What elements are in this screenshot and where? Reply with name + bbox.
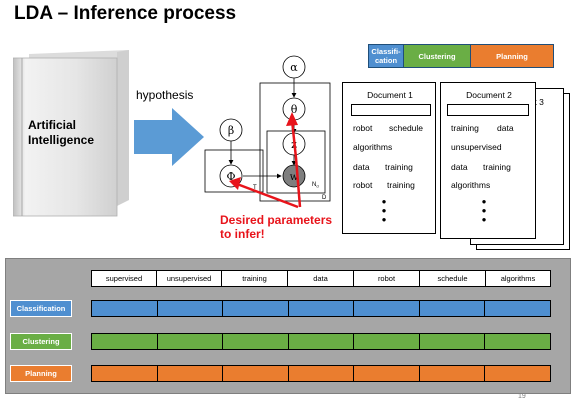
alpha-label: α — [290, 61, 298, 74]
doc2-word: training — [451, 123, 479, 133]
plate-d-label: D — [322, 195, 327, 201]
column-header-robot: robot — [353, 270, 420, 287]
document-2-title-bar — [447, 104, 529, 116]
doc1-ellipsis: ●●● — [381, 197, 387, 224]
annotation-line1: Desired parameters — [220, 213, 333, 227]
lda-graphical-model: α θ z w β Φ T Nd D — [204, 55, 331, 202]
desired-parameters-annotation: Desired parameters to infer! — [220, 213, 332, 241]
book-title-line1: Artificial — [28, 118, 77, 132]
document-1-title: Document 1 — [367, 90, 413, 100]
document-1-title-bar — [351, 104, 431, 116]
doc2-word: training — [483, 162, 511, 172]
legend-planning: Planning — [470, 44, 554, 68]
doc1-word: training — [385, 162, 413, 172]
beta-node — [219, 118, 243, 142]
document-2: Document 2 training data unsupervised da… — [440, 82, 536, 239]
beta-label: β — [228, 124, 234, 137]
doc1-word: robot — [353, 123, 373, 133]
document-2-title: Document 2 — [466, 90, 512, 100]
plate-t — [204, 149, 264, 193]
alpha-node — [282, 55, 306, 79]
plate-t-label: T — [253, 185, 257, 191]
plate-nd-label: Nd — [312, 182, 319, 189]
row-bar-classification — [91, 300, 551, 317]
doc2-word: unsupervised — [451, 142, 502, 152]
column-header-unsupervised: unsupervised — [156, 270, 222, 287]
doc1-word: robot — [353, 180, 373, 190]
row-bar-planning — [91, 365, 551, 382]
column-header-supervised: supervised — [91, 270, 157, 287]
row-label-planning: Planning — [10, 365, 72, 382]
doc2-word: algorithms — [451, 180, 491, 190]
doc2-ellipsis: ●●● — [481, 197, 487, 224]
theta-label: θ — [291, 103, 298, 116]
hypothesis-arrow-icon — [134, 108, 204, 166]
column-header-schedule: schedule — [419, 270, 486, 287]
book-image — [13, 50, 129, 217]
column-header-algorithms: algorithms — [485, 270, 551, 287]
row-label-classification: Classification — [10, 300, 72, 317]
hypothesis-label: hypothesis — [136, 88, 194, 102]
legend-classification: Classifi-cation — [368, 44, 404, 68]
column-header-training: training — [221, 270, 288, 287]
legend-clustering: Clustering — [404, 44, 470, 68]
doc1-word: schedule — [389, 123, 424, 133]
annotation-line2: to infer! — [220, 227, 265, 241]
doc1-word: algorithms — [353, 142, 393, 152]
doc1-word: data — [353, 162, 370, 172]
document-1: Document 1 robot schedule algorithms dat… — [342, 82, 436, 234]
z-label: z — [291, 138, 297, 151]
slide-title: LDA – Inference process — [14, 3, 237, 24]
phi-label: Φ — [226, 170, 235, 183]
doc1-word: training — [387, 180, 415, 190]
book-title: Artificial Intelligence — [28, 118, 94, 148]
book-title-line2: Intelligence — [28, 133, 95, 147]
doc2-word: data — [497, 123, 514, 133]
doc2-word: data — [451, 162, 468, 172]
row-bar-clustering — [91, 333, 551, 350]
column-header-data: data — [287, 270, 354, 287]
page-number: 19 — [518, 393, 526, 400]
w-label: w — [290, 172, 299, 183]
row-label-clustering: Clustering — [10, 333, 72, 350]
